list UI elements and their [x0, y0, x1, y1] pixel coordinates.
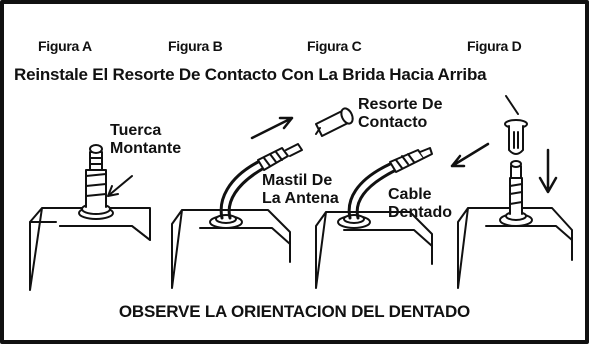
callout-mastil: Mastil De La Antena — [262, 172, 339, 208]
callout-tuerca-line1: Tuerca — [110, 122, 162, 139]
figure-b-drawing — [171, 116, 303, 289]
figure-a-label: Figura A — [38, 38, 92, 54]
callout-cable: Cable Dentado — [388, 186, 452, 222]
fender-a — [29, 207, 151, 291]
callout-mastil-line2: La Antena — [262, 190, 339, 207]
callout-resorte-line2: Contacto — [358, 114, 428, 131]
callout-cable-line1: Cable — [388, 186, 432, 203]
callout-resorte: Resorte De Contacto — [358, 96, 442, 132]
arrow-direction-c — [450, 142, 490, 168]
arrow-direction-b — [250, 116, 294, 140]
figure-c-drawing — [315, 107, 490, 289]
fender-c — [315, 211, 433, 289]
callout-cable-line2: Dentado — [388, 204, 452, 221]
figure-d-label: Figura D — [467, 38, 522, 54]
callout-mastil-line1: Mastil De — [262, 172, 333, 189]
arrow-down-d — [538, 148, 558, 194]
mast-b — [219, 160, 266, 220]
callout-resorte-line1: Resorte De — [358, 96, 443, 113]
callout-tuerca-line2: Montante — [110, 140, 182, 157]
footer-note: OBSERVE LA ORIENTACION DEL DENTADO — [118, 302, 471, 321]
figure-b-label: Figura B — [168, 38, 223, 54]
pointer-line-d — [505, 95, 519, 115]
fender-b — [171, 209, 291, 289]
mast-c — [347, 162, 398, 220]
figure-c-label: Figura C — [307, 38, 362, 54]
callout-tuerca: Tuerca Montante — [110, 122, 181, 158]
arrow-nut — [107, 175, 133, 197]
headline: Reinstale El Resorte De Contacto Con La … — [14, 65, 487, 84]
figure-a-drawing — [29, 144, 151, 291]
figure-d-drawing — [457, 95, 573, 289]
